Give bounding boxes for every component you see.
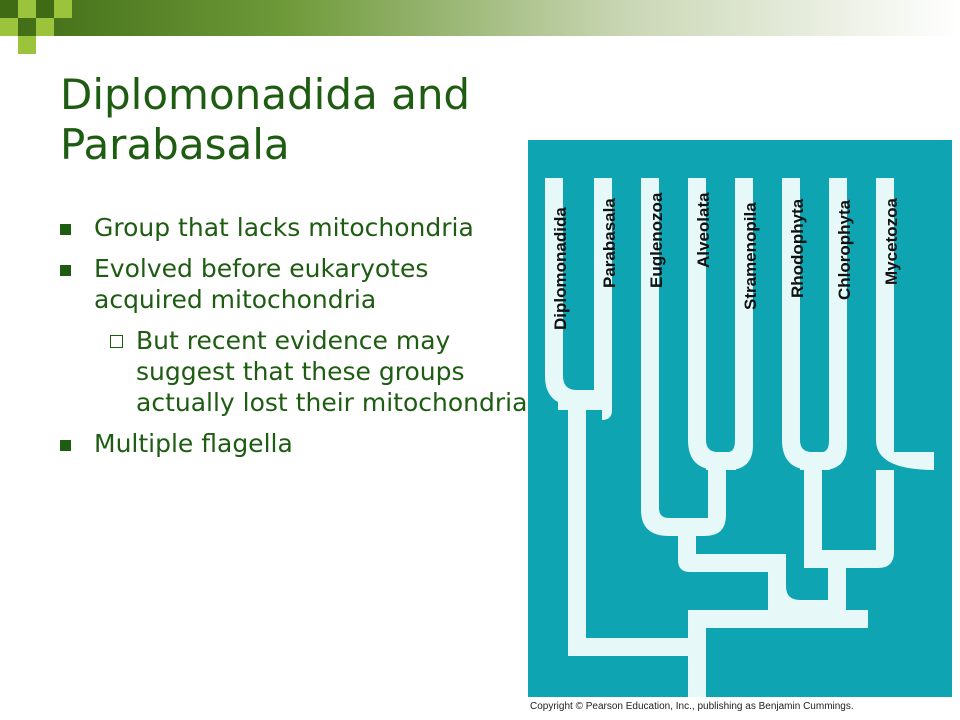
tree-branches (545, 178, 934, 697)
taxon-label: Rhodophyta (788, 198, 807, 298)
branch-eugl-alv-stem (678, 530, 778, 572)
branch-diplomonadida (545, 178, 577, 406)
bullet-text: Evolved before eukaryotes acquired mitoc… (94, 254, 429, 314)
branch-mid-join (768, 554, 846, 618)
bullet-list: Group that lacks mitochondria Evolved be… (60, 212, 530, 469)
decorative-squares (0, 0, 80, 60)
branch-euglenozoa (641, 178, 669, 536)
branch-parabasala (594, 178, 612, 420)
branch-root-stem (688, 638, 706, 697)
sub-bullet-item: But recent evidence may suggest that the… (60, 325, 530, 418)
bullet-text: Group that lacks mitochondria (94, 213, 474, 242)
branch-chlorophyta (822, 178, 847, 470)
slide-title: Diplomonadida and Parabasala (60, 70, 471, 169)
taxon-label: Chlorophyta (835, 199, 854, 300)
bullet-square-icon (60, 440, 71, 451)
bullet-item: Multiple flagella (60, 428, 530, 459)
taxon-label: Mycetozoa (882, 198, 901, 285)
taxon-label: Parabasala (600, 198, 619, 288)
taxon-label: Alveolata (694, 192, 713, 268)
copyright-notice: Copyright © Pearson Education, Inc., pub… (530, 701, 854, 712)
branch-rhodophyta (782, 178, 812, 470)
branch-rhodo-chloro-stem (804, 460, 894, 568)
bullet-square-icon (60, 265, 71, 276)
branch-root-left (568, 400, 700, 656)
hollow-square-icon (110, 335, 123, 348)
branch-mycetozoa (876, 178, 934, 470)
taxon-label: Stramenopila (741, 202, 760, 310)
branch-alv-stram-stem (669, 460, 726, 536)
branch-stramenopila (728, 178, 753, 470)
branch-alveolata (688, 178, 718, 470)
taxa-labels: Diplomonadida Parabasala Euglenozoa Alve… (551, 192, 901, 330)
bullet-item: Evolved before eukaryotes acquired mitoc… (60, 253, 530, 315)
phylogenetic-tree-diagram: Diplomonadida Parabasala Euglenozoa Alve… (528, 140, 952, 697)
taxon-label: Euglenozoa (647, 192, 666, 288)
header-gradient-bar (0, 0, 960, 36)
sub-bullet-text: But recent evidence may suggest that the… (136, 326, 528, 417)
bullet-text: Multiple flagella (94, 429, 293, 458)
bullet-item: Group that lacks mitochondria (60, 212, 530, 243)
bullet-square-icon (60, 224, 71, 235)
taxon-label: Diplomonadida (551, 207, 570, 330)
